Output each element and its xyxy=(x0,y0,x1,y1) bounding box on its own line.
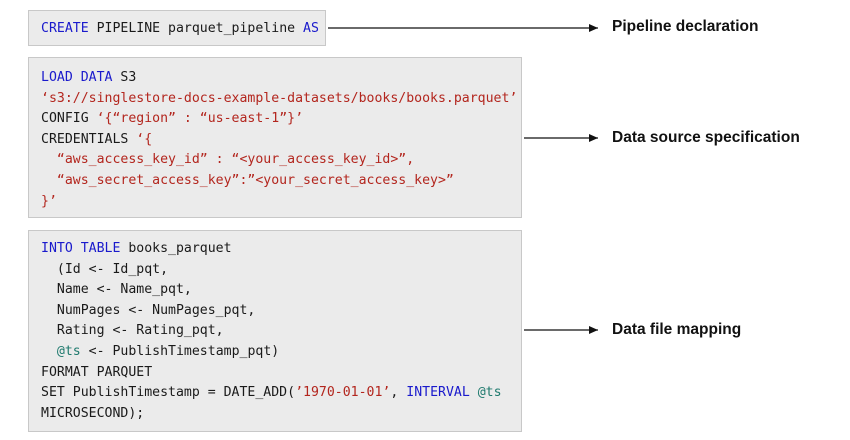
code-line: ‘s3://singlestore-docs-example-datasets/… xyxy=(41,89,521,110)
code-line: FORMAT PARQUET xyxy=(41,363,521,384)
code-line: NumPages <- NumPages_pqt, xyxy=(41,301,521,322)
code-line: CREDENTIALS ‘{ xyxy=(41,130,521,151)
sql-keyword: CREATE xyxy=(41,21,89,36)
code-text: Rating <- Rating_pqt, xyxy=(41,323,224,339)
code-line: “aws_access_key_id” : “<your_access_key_… xyxy=(41,150,521,171)
code-line: SET PublishTimestamp = DATE_ADD(’1970-01… xyxy=(41,383,521,404)
code-text: books_parquet xyxy=(120,241,232,256)
data-source-code-block: LOAD DATA S3‘s3://singlestore-docs-examp… xyxy=(28,57,522,218)
code-line: (Id <- Id_pqt, xyxy=(41,260,521,281)
string-literal: ’1970-01-01’ xyxy=(295,385,391,401)
code-text: CONFIG xyxy=(41,111,97,127)
code-line: “aws_secret_access_key”:”<your_secret_ac… xyxy=(41,171,521,192)
code-text: (Id <- Id_pqt, xyxy=(41,261,169,277)
code-line: MICROSECOND); xyxy=(41,404,521,425)
string-literal: ‘{ xyxy=(136,131,153,147)
data-mapping-code-block: INTO TABLE books_parquet (Id <- Id_pqt, … xyxy=(28,230,522,432)
code-text: SET PublishTimestamp = DATE_ADD( xyxy=(41,385,296,401)
code-text: <- PublishTimestamp_pqt) xyxy=(80,343,280,359)
code-text: PIPELINE parquet_pipeline xyxy=(88,21,304,36)
code-line: CONFIG ‘{“region” : “us-east-1”}’ xyxy=(41,109,521,130)
code-text: FORMAT PARQUET xyxy=(41,364,153,380)
code-text: S3 xyxy=(112,70,137,85)
code-line: Name <- Name_pqt, xyxy=(41,280,521,301)
code-text: MICROSECOND); xyxy=(41,405,145,421)
code-text: Name <- Name_pqt, xyxy=(41,282,192,298)
sql-keyword: INTERVAL xyxy=(406,385,470,401)
code-text: , xyxy=(390,385,407,401)
code-line: @ts <- PublishTimestamp_pqt) xyxy=(41,342,521,363)
code-text: CREDENTIALS xyxy=(41,131,137,147)
code-line: Rating <- Rating_pqt, xyxy=(41,321,521,342)
code-line: LOAD DATA S3 xyxy=(41,68,521,89)
string-literal: “aws_secret_access_key”:”<your_secret_ac… xyxy=(41,172,454,188)
variable-token: @ts xyxy=(56,343,81,359)
label-pipeline-declaration: Pipeline declaration xyxy=(612,18,759,35)
sql-keyword: LOAD DATA xyxy=(41,70,113,85)
code-line: INTO TABLE books_parquet xyxy=(41,239,521,260)
code-text: NumPages <- NumPages_pqt, xyxy=(41,302,256,318)
variable-token: @ts xyxy=(477,385,502,401)
pipeline-declaration-code-block: CREATE PIPELINE parquet_pipeline AS xyxy=(28,10,326,46)
string-literal: ‘{“region” : “us-east-1”}’ xyxy=(96,111,304,127)
label-data-file-mapping: Data file mapping xyxy=(612,321,742,338)
sql-keyword: INTO TABLE xyxy=(41,241,121,256)
string-literal: ‘s3://singlestore-docs-example-datasets/… xyxy=(41,90,518,106)
sql-keyword: AS xyxy=(303,21,319,36)
code-line: }’ xyxy=(41,192,521,213)
string-literal: }’ xyxy=(41,193,57,209)
string-literal: “aws_access_key_id” : “<your_access_key_… xyxy=(41,152,415,168)
label-data-source-specification: Data source specification xyxy=(612,129,800,146)
code-line: CREATE PIPELINE parquet_pipeline AS xyxy=(41,11,325,47)
